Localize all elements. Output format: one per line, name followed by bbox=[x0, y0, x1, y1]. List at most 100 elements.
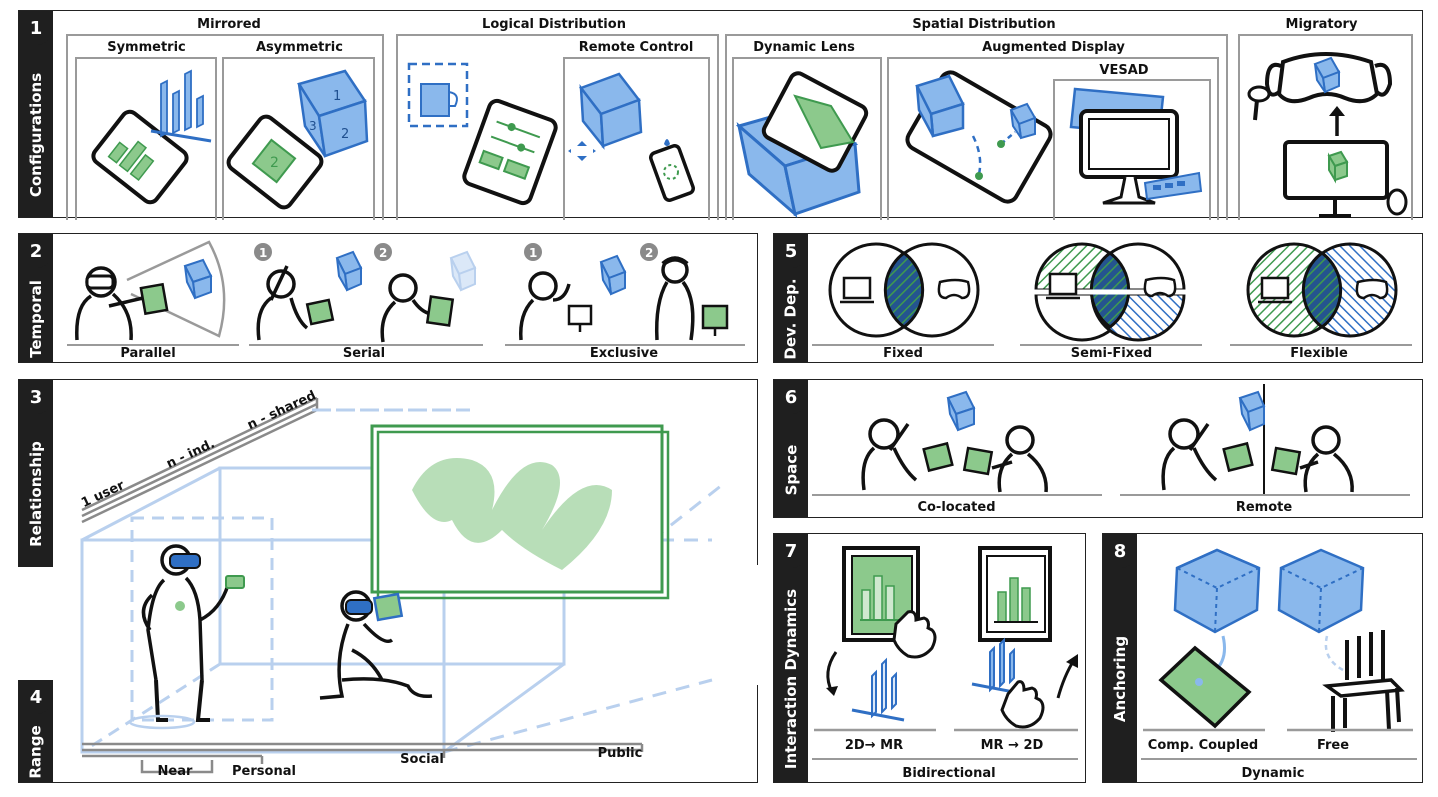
panel-number: 2 bbox=[19, 234, 53, 268]
label-remote: Remote bbox=[1235, 500, 1293, 515]
label-logical-distribution: Logical Distribution bbox=[482, 17, 626, 32]
cube-digit-3: 3 bbox=[309, 119, 317, 133]
panel-number: 8 bbox=[1103, 534, 1137, 568]
panel-title: Space bbox=[782, 444, 801, 495]
group-symmetric bbox=[75, 57, 217, 220]
label-spatial-distribution: Spatial Distribution bbox=[912, 17, 1056, 32]
exclusive-underline bbox=[505, 344, 745, 346]
panel-configurations: 1 Configurations Mirrored Symmetric Asym… bbox=[18, 10, 1423, 220]
label-colocated: Co-located bbox=[917, 500, 996, 515]
panel-title: Anchoring bbox=[1111, 635, 1129, 723]
panel-number: 7 bbox=[774, 534, 808, 568]
label-dynamic-lens: Dynamic Lens bbox=[753, 40, 855, 55]
exclusive-step-2: 2 bbox=[645, 246, 653, 260]
label-remote-control: Remote Control bbox=[578, 40, 694, 55]
semi-fixed-venn bbox=[1030, 242, 1194, 342]
label-public: Public bbox=[597, 746, 643, 761]
asymmetric-illustration: 2 1 2 3 bbox=[226, 69, 369, 210]
serial-underline bbox=[249, 344, 483, 346]
flexible-venn bbox=[1246, 242, 1398, 338]
panel-strip bbox=[774, 534, 808, 782]
cube-digit-2: 2 bbox=[341, 127, 349, 142]
label-semi-fixed: Semi-Fixed bbox=[1070, 346, 1153, 361]
label-fixed: Fixed bbox=[883, 346, 923, 361]
serial-illustration: 1 2 bbox=[254, 243, 477, 343]
panel-number: 3 bbox=[19, 380, 53, 414]
label-mirrored: Mirrored bbox=[197, 17, 261, 32]
label-parallel: Parallel bbox=[120, 346, 176, 361]
group-mirrored bbox=[66, 34, 384, 220]
vesad-illustration bbox=[1069, 87, 1203, 205]
dynamic-underline bbox=[1141, 758, 1417, 760]
panel-device-dependency: 5 Dev. Dep. Fixed Semi-Fixed Flexible bbox=[773, 233, 1423, 363]
exclusive-illustration: 1 2 bbox=[519, 243, 729, 341]
panel-title: Dev. Dep. bbox=[782, 278, 801, 360]
colocated-illustration bbox=[861, 390, 1048, 493]
exclusive-step-1: 1 bbox=[529, 246, 537, 260]
panel-title: Relationship bbox=[27, 441, 45, 547]
panel-number: 4 bbox=[19, 680, 53, 714]
bidirectional-underline bbox=[812, 758, 1078, 760]
colocated-underline bbox=[812, 494, 1102, 496]
cube-digit-1: 1 bbox=[333, 89, 341, 104]
panel-title: Temporal bbox=[27, 280, 45, 358]
panel-interaction-dynamics: 7 Interaction Dynamics 2D→ MR MR → 2D Bi… bbox=[773, 533, 1086, 783]
panel-title: Interaction Dynamics bbox=[782, 588, 800, 770]
panel-title: Configurations bbox=[27, 72, 45, 198]
label-asymmetric: Asymmetric bbox=[256, 40, 343, 55]
label-flexible: Flexible bbox=[1290, 346, 1348, 361]
label-dynamic: Dynamic bbox=[1241, 766, 1305, 781]
panel-number: 6 bbox=[774, 380, 808, 414]
interaction-dynamics-illustration bbox=[814, 546, 1078, 732]
remote-control-illustration bbox=[568, 72, 695, 202]
label-serial: Serial bbox=[342, 346, 386, 361]
serial-step-2: 2 bbox=[379, 246, 387, 260]
label-2d-to-mr: 2D→ MR bbox=[844, 738, 904, 753]
group-spatial-distribution bbox=[725, 34, 1228, 220]
group-migratory bbox=[1238, 34, 1413, 220]
parallel-underline bbox=[67, 344, 239, 346]
migratory-illustration bbox=[1247, 52, 1408, 218]
semi-fixed-underline bbox=[1020, 344, 1202, 346]
label-bidirectional: Bidirectional bbox=[902, 766, 996, 781]
panel-title: Range bbox=[27, 724, 46, 779]
panel-strip bbox=[19, 11, 53, 217]
label-personal: Personal bbox=[232, 764, 296, 779]
fixed-venn bbox=[828, 242, 980, 338]
label-mr-to-2d: MR → 2D bbox=[980, 738, 1044, 753]
anchoring-illustration bbox=[1143, 548, 1413, 732]
symmetric-illustration bbox=[91, 69, 212, 205]
tablet-digit: 2 bbox=[270, 155, 279, 171]
serial-step-1: 1 bbox=[259, 246, 267, 260]
label-free: Free bbox=[1316, 738, 1350, 753]
group-asymmetric bbox=[222, 57, 375, 220]
label-near: Near bbox=[157, 764, 193, 779]
logical-distribution-illustration bbox=[407, 62, 558, 206]
remote-underline bbox=[1120, 494, 1410, 496]
label-migratory: Migratory bbox=[1285, 17, 1358, 32]
label-comp-coupled: Comp. Coupled bbox=[1147, 738, 1259, 753]
label-social: Social bbox=[400, 752, 444, 767]
label-augmented-display: Augmented Display bbox=[982, 40, 1125, 55]
panel-number: 5 bbox=[774, 234, 808, 268]
group-remote-control bbox=[563, 57, 710, 220]
group-augmented-display bbox=[887, 57, 1219, 220]
dynamic-lens-illustration bbox=[735, 71, 869, 219]
panel-temporal: 2 Temporal Parallel 1 2 Serial 1 2 bbox=[18, 233, 758, 363]
flexible-underline bbox=[1230, 344, 1412, 346]
panel-number: 1 bbox=[19, 11, 53, 45]
label-vesad: VESAD bbox=[1099, 63, 1149, 78]
fixed-underline bbox=[812, 344, 994, 346]
group-logical-distribution bbox=[396, 34, 719, 220]
parallel-illustration bbox=[75, 240, 226, 341]
panel-space: 6 Space Co-located Remote bbox=[773, 379, 1423, 518]
relationship-range-diagram bbox=[80, 396, 762, 774]
panel-anchoring: 8 Anchoring Comp. Coupled Free Dynamic bbox=[1102, 533, 1423, 783]
group-vesad bbox=[1053, 79, 1211, 220]
label-exclusive: Exclusive bbox=[589, 346, 659, 361]
label-symmetric: Symmetric bbox=[107, 40, 186, 55]
group-dynamic-lens bbox=[732, 57, 882, 220]
panel-strip bbox=[1103, 534, 1137, 782]
augmented-display-illustration bbox=[905, 70, 1053, 204]
remote-illustration bbox=[1161, 384, 1354, 494]
